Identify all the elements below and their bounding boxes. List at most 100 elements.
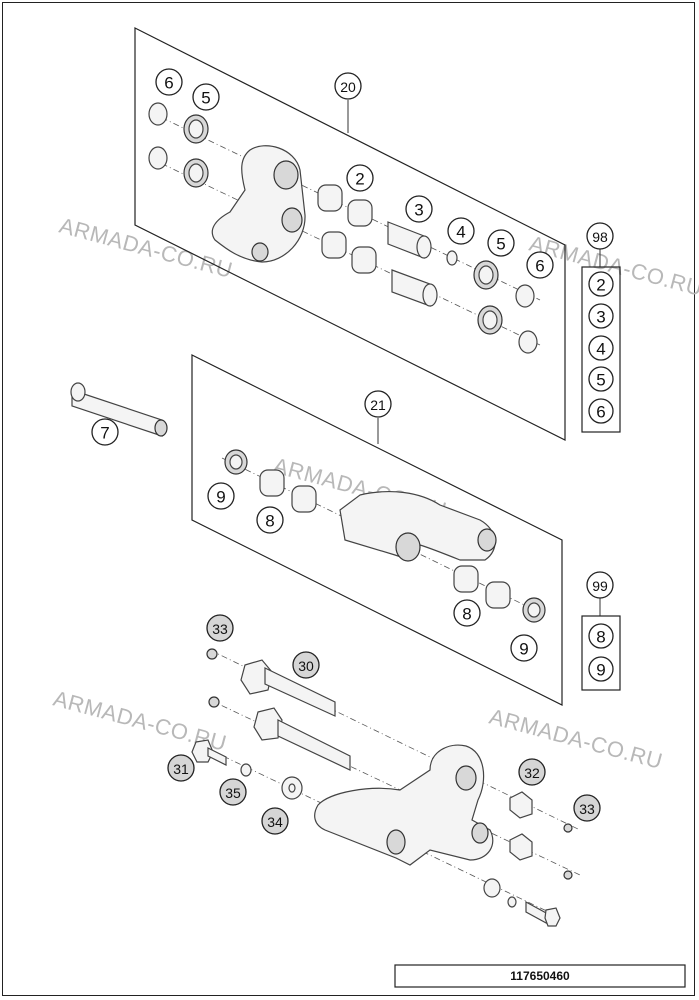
svg-text:21: 21: [370, 397, 386, 413]
screw-33: [206, 648, 218, 660]
svg-text:98: 98: [592, 229, 608, 245]
seal-ring-9-inner: [229, 454, 243, 470]
sleeve-7-end: [70, 382, 86, 402]
bolt-31-shaft: [207, 747, 227, 766]
lever-bore: [281, 207, 303, 233]
svg-text:32: 32: [524, 765, 540, 781]
callout-33: 33: [573, 794, 601, 822]
sleeve-3-end: [422, 283, 438, 307]
callout-33: 33: [206, 614, 234, 642]
bearing-2: [321, 231, 347, 259]
lower-assembly-parts: [191, 648, 573, 927]
bearing-8: [453, 565, 479, 593]
kit-99-item: 9: [588, 656, 614, 682]
callout-20: 20: [334, 72, 362, 100]
callout-30: 30: [292, 651, 320, 679]
callout-99: 99: [586, 571, 614, 599]
svg-text:9: 9: [596, 661, 605, 680]
svg-text:35: 35: [225, 785, 241, 801]
callout-9: 9: [207, 482, 235, 510]
watermark: ARMADA-CO.RU: [487, 704, 666, 774]
svg-text:20: 20: [340, 79, 356, 95]
svg-text:30: 30: [298, 658, 314, 674]
svg-text:99: 99: [592, 578, 608, 594]
callout-5: 5: [487, 229, 515, 257]
callout-98: 98: [586, 222, 614, 250]
bolt-head: [253, 707, 283, 741]
washer: [483, 878, 501, 898]
callout-21: 21: [364, 390, 392, 418]
callout-5: 5: [192, 83, 220, 111]
nut-32: [509, 791, 533, 819]
seal-ring-9-inner: [527, 602, 541, 618]
svg-text:8: 8: [265, 512, 274, 531]
nut-32: [509, 833, 533, 861]
svg-text:7: 7: [100, 424, 109, 443]
svg-text:34: 34: [267, 814, 283, 830]
bearing-8: [291, 485, 317, 513]
bolt-head: [544, 907, 561, 927]
svg-text:5: 5: [201, 89, 210, 108]
callout-3: 3: [405, 195, 433, 223]
group-21-panel: [191, 354, 563, 706]
svg-text:31: 31: [173, 761, 189, 777]
callout-9: 9: [510, 634, 538, 662]
svg-text:9: 9: [519, 640, 528, 659]
screw-33: [563, 870, 573, 880]
document-number: 117650460: [510, 969, 570, 983]
svg-text:4: 4: [456, 223, 465, 242]
callout-31: 31: [167, 754, 195, 782]
svg-text:6: 6: [164, 74, 173, 93]
document-number-box: 117650460: [394, 964, 686, 988]
bushing-6: [518, 330, 538, 354]
sleeve-7-end: [154, 419, 168, 437]
svg-text:2: 2: [355, 170, 364, 189]
callout-35: 35: [219, 778, 247, 806]
axis-line: [149, 157, 541, 346]
bearing-8: [485, 581, 511, 609]
kit-98-item: 4: [588, 335, 614, 361]
rocker-arm: [314, 744, 494, 866]
group-20-panel: [134, 27, 566, 441]
bolt-shaft: [525, 900, 549, 926]
bushing-6: [148, 146, 168, 170]
screw-33: [563, 823, 573, 833]
kit-99-box: [581, 615, 621, 691]
kit-98-box: [581, 266, 621, 433]
bushing-6: [515, 284, 535, 308]
group-20-parts: [148, 102, 538, 354]
kit-99: 99 8 9: [581, 571, 621, 691]
bearing-8: [259, 469, 285, 497]
svg-text:8: 8: [462, 605, 471, 624]
kit-98-item: 6: [588, 398, 614, 424]
bushing-6: [148, 102, 168, 126]
rocker-arm-bore: [386, 829, 406, 855]
washer-4: [446, 250, 458, 266]
svg-text:33: 33: [579, 801, 595, 817]
svg-text:3: 3: [596, 308, 605, 327]
seal-ring-5-inner: [482, 310, 498, 330]
bearing-2: [351, 246, 377, 274]
svg-text:9: 9: [216, 488, 225, 507]
seal-ring-5-inner: [188, 163, 204, 183]
callout-2: 2: [346, 164, 374, 192]
seal-ring-5-inner: [478, 265, 494, 285]
svg-text:3: 3: [414, 201, 423, 220]
bearing-2: [317, 184, 343, 212]
group-21-parts: [224, 449, 546, 623]
washer: [507, 896, 517, 908]
rocker-arm-bore: [455, 765, 477, 791]
callout-4: 4: [447, 217, 475, 245]
sleeve-7: [70, 382, 168, 437]
svg-text:6: 6: [535, 257, 544, 276]
kit-99-item: 8: [588, 623, 614, 649]
svg-text:4: 4: [596, 340, 605, 359]
kit-98-item: 2: [588, 271, 614, 297]
svg-text:8: 8: [596, 628, 605, 647]
kit-98-item: 3: [588, 303, 614, 329]
seal-ring-5-inner: [188, 119, 204, 139]
rocker-arm-bore: [471, 822, 489, 844]
lever-bore: [273, 160, 299, 190]
callout-34: 34: [261, 807, 289, 835]
